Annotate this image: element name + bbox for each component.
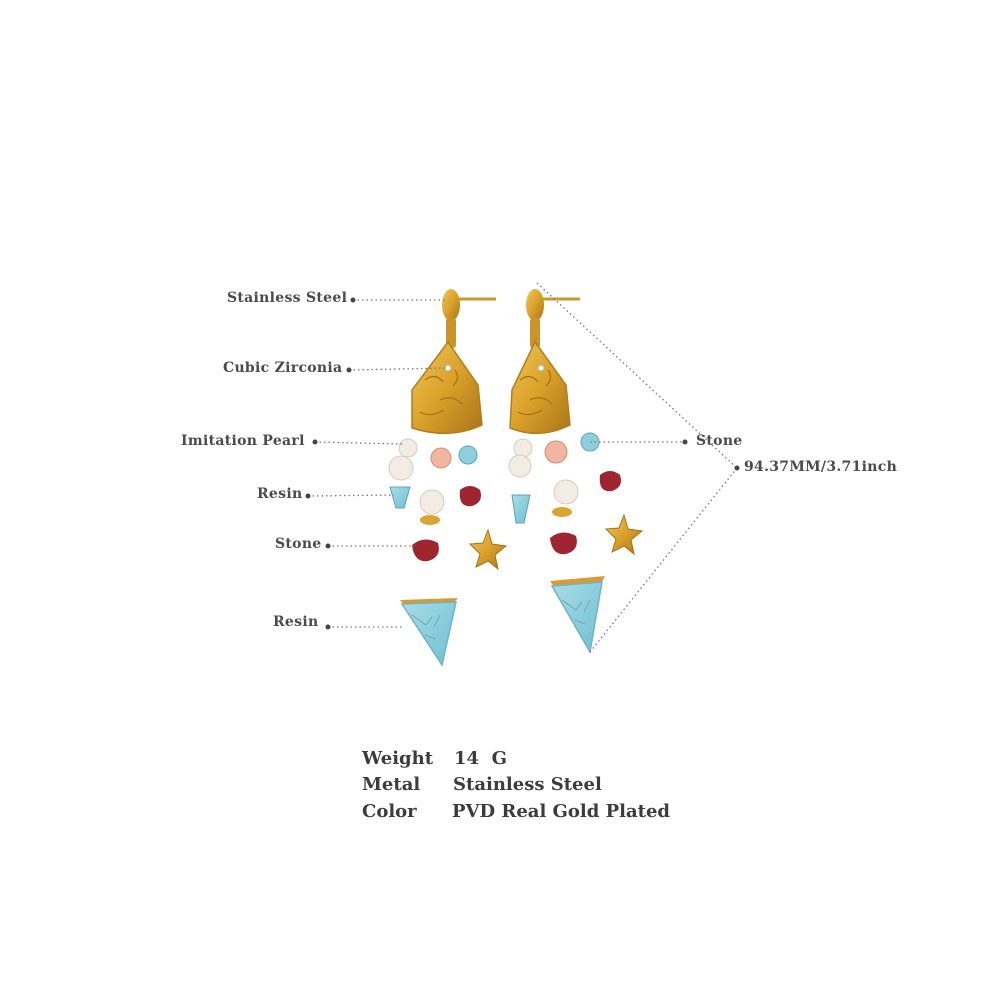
spec-color-label: Color [362, 801, 417, 822]
callout-resin-bottom: Resin [273, 614, 319, 630]
callout-stone-left: Stone [275, 536, 322, 552]
spec-metal-value: Stainless Steel [453, 774, 602, 795]
spec-weight-label: Weight [362, 748, 434, 769]
callout-stainless-steel: Stainless Steel [227, 290, 348, 306]
right-earring [508, 289, 644, 655]
spec-weight-value: 14 G [454, 748, 507, 769]
spec-metal-label: Metal [362, 774, 421, 795]
callout-length: 94.37MM/3.71inch [744, 459, 898, 475]
callout-imitation-pearl: Imitation Pearl [181, 433, 305, 449]
callout-stone-right: Stone [696, 433, 743, 449]
left-earring [388, 289, 508, 667]
callout-leaders [307, 282, 738, 653]
callout-dots [305, 297, 740, 630]
spec-color-value: PVD Real Gold Plated [452, 801, 671, 822]
callout-cubic-zirconia: Cubic Zirconia [223, 360, 343, 376]
callout-resin-top: Resin [257, 486, 303, 502]
